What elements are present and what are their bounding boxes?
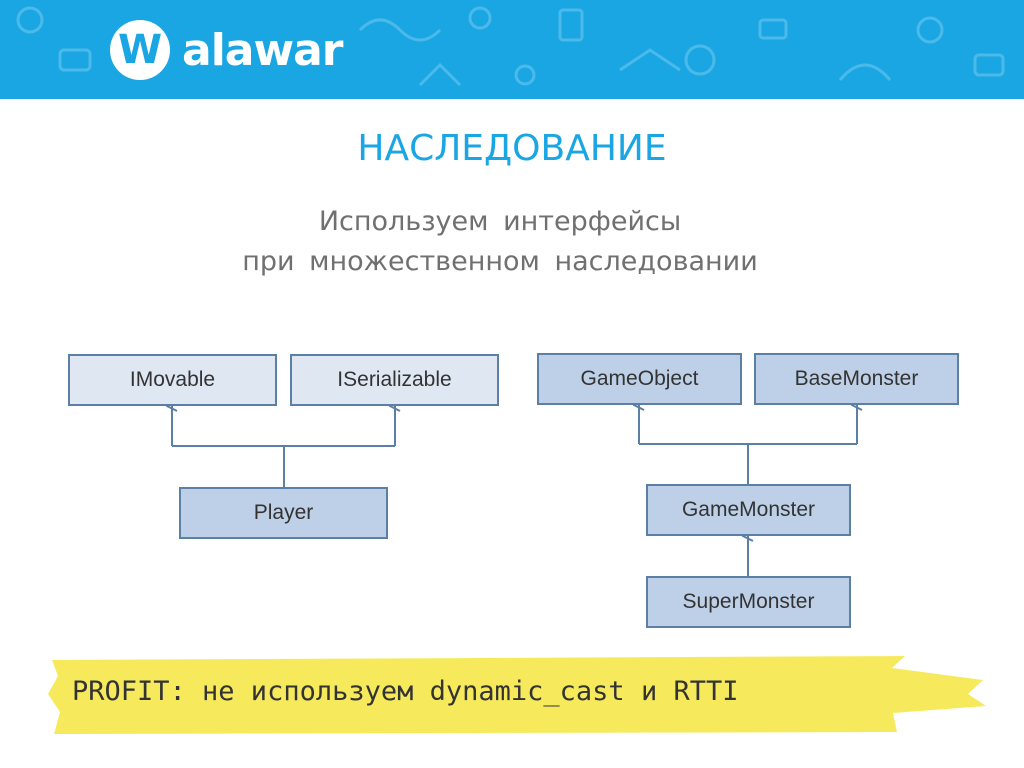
- box-supermonster: SuperMonster: [646, 576, 851, 628]
- box-imovable-label: IMovable: [129, 368, 216, 391]
- banner-pattern: [16, 6, 1005, 87]
- box-gameobject-label: GameObject: [580, 367, 699, 390]
- box-imovable: IMovable: [68, 354, 277, 406]
- box-iserializable-label: ISerializable: [337, 368, 452, 391]
- box-supermonster-label: SuperMonster: [682, 590, 815, 613]
- header-banner: W alawar: [0, 0, 1024, 99]
- box-basemonster-label: BaseMonster: [794, 367, 919, 390]
- slide-subtitle-line-2: при множественном наследовании: [242, 246, 758, 277]
- alawar-logo: W alawar: [110, 19, 344, 81]
- logo-mark-icon: W: [110, 20, 170, 80]
- logo-wordmark: alawar: [182, 24, 344, 76]
- box-gameobject: GameObject: [537, 353, 742, 405]
- box-player-label: Player: [253, 501, 314, 524]
- profit-text: PROFIT: не используем dynamic_cast и RTT…: [72, 676, 739, 707]
- box-basemonster: BaseMonster: [754, 353, 959, 405]
- box-iserializable: ISerializable: [290, 354, 499, 406]
- box-gamemonster: GameMonster: [646, 484, 851, 536]
- box-gamemonster-label: GameMonster: [681, 498, 816, 521]
- logo-letter: W: [117, 27, 163, 73]
- slide-title: НАСЛЕДОВАНИЕ: [357, 128, 667, 169]
- slide-subtitle-line-1: Используем интерфейсы: [318, 206, 682, 237]
- box-player: Player: [179, 487, 388, 539]
